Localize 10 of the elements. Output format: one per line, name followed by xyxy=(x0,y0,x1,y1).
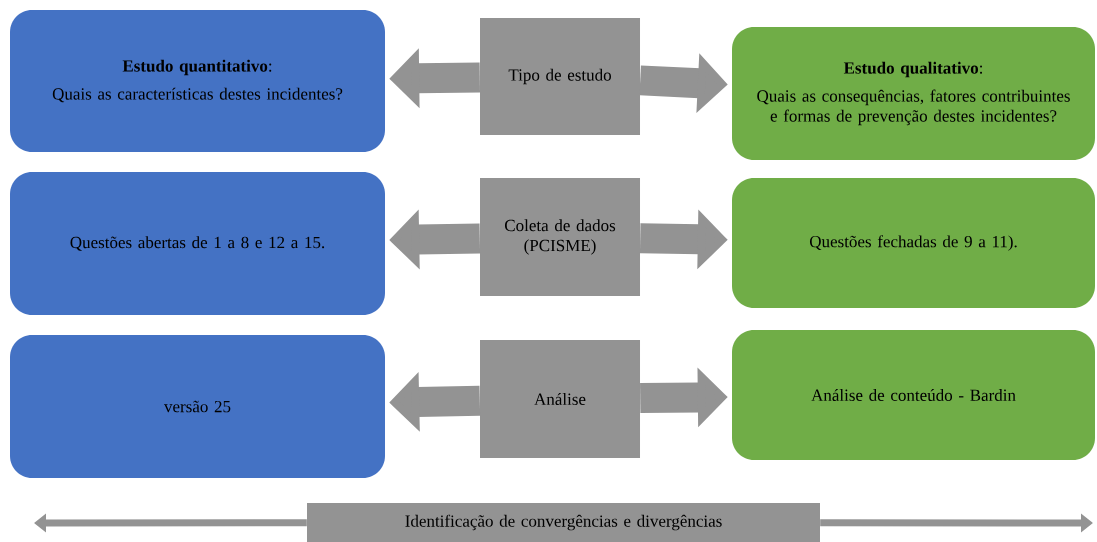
stage-box: Coleta de dados (PCISME) xyxy=(480,178,640,296)
method-box: Estudo qualitativo: Quais as consequências, fatores contribuintes e formas de prevenção destes incidentes? xyxy=(732,27,1095,160)
method-box: Análise de conteúdo - Bardin xyxy=(732,330,1095,460)
stage-box: Análise xyxy=(480,340,640,458)
method-box: Questões fechadas de 9 a 11). xyxy=(732,178,1095,308)
summary-band: Identificação de convergências e divergências xyxy=(307,503,820,542)
method-box: Estudo quantitativo: Quais as características destes incidentes? xyxy=(10,10,385,152)
method-box: versão 25 xyxy=(10,335,385,478)
stage-box: Tipo de estudo xyxy=(480,18,640,135)
method-box: Questões abertas de 1 a 8 e 12 a 15. xyxy=(10,172,385,315)
